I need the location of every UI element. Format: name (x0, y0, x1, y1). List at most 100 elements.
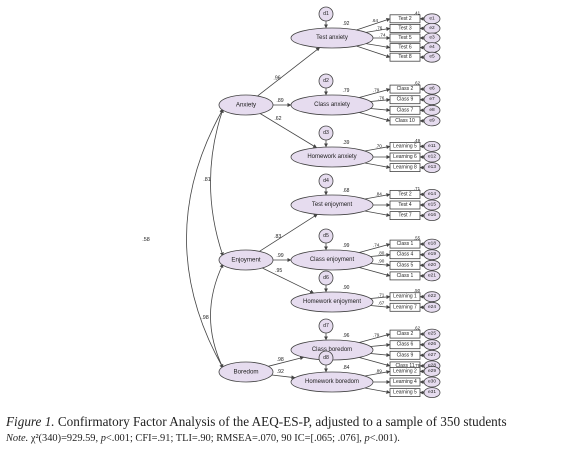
indicator-path-e14 (364, 193, 391, 200)
indicator-path-e8 (370, 107, 391, 112)
error-label-e9: e9 (429, 117, 435, 123)
r2-value-class-anxiety: .79 (343, 88, 350, 94)
disturbance-label-d2: d2 (323, 78, 329, 84)
indicator-path-e19 (370, 253, 391, 258)
indicator-loading-e1: .64 (372, 18, 379, 23)
indicator-loading-e3: .74 (379, 33, 386, 38)
indicator-box-e29 (389, 366, 421, 376)
error-label-e19: e19 (428, 251, 436, 257)
disturbance-d1 (318, 6, 334, 22)
indicator-loading-e19: .80 (378, 251, 385, 256)
loading-path-homework-boredom (271, 374, 296, 380)
factor-label-test-enjoyment: Test enjoyment (312, 202, 353, 208)
factor-class-anxiety (290, 94, 374, 116)
indicator-box-e11 (389, 141, 421, 151)
r2-value-homework-enjoyment: .90 (343, 285, 350, 291)
higher-factor-anxiety (218, 94, 274, 116)
factor-label-class-enjoyment: Class enjoyment (310, 257, 355, 263)
factor-test-enjoyment (290, 194, 374, 216)
indicator-label-e27: Class 9 (397, 352, 414, 358)
indicator-box-e1 (389, 14, 421, 24)
indicator-path-e9 (359, 112, 391, 122)
factor-homework-boredom (290, 371, 374, 393)
error-label-e3: e3 (429, 35, 435, 41)
indicator-box-e30 (389, 377, 421, 387)
indicator-path-e5 (356, 45, 391, 58)
indicator-path-e11 (364, 145, 391, 152)
error-e31 (423, 387, 441, 399)
correlation-arc-anx-enj (210, 108, 224, 257)
indicator-path-e26 (370, 343, 391, 348)
loading-value-test-enjoyment: .83 (274, 234, 281, 240)
indicator-r2-e25: .62 (414, 326, 421, 331)
indicator-label-e18: Class 1 (397, 241, 414, 247)
loading-value-homework-boredom: .92 (277, 369, 284, 375)
indicator-label-e29: Learning 2 (393, 368, 417, 374)
loading-value-homework-enjoyment: .95 (275, 268, 282, 274)
factor-label-homework-enjoyment: Homework enjoyment (303, 299, 361, 305)
indicator-label-e19: Class 4 (397, 252, 414, 258)
error-label-e18: e18 (428, 241, 436, 247)
indicator-box-e31 (389, 388, 421, 398)
error-e15 (423, 199, 441, 211)
indicator-path-e7 (370, 98, 391, 103)
disturbance-d3 (318, 125, 334, 141)
error-e25 (423, 328, 441, 340)
loading-path-test-enjoyment (259, 214, 318, 252)
indicator-box-e3 (389, 33, 421, 43)
indicator-loading-e24: .67 (378, 300, 385, 305)
error-label-e1: e1 (429, 15, 435, 21)
indicator-label-e30: Learning 4 (393, 379, 417, 385)
r2-value-test-enjoyment: .68 (343, 188, 350, 194)
disturbance-d7 (318, 318, 334, 334)
indicator-box-e24 (389, 302, 421, 312)
indicator-path-e27 (370, 352, 391, 357)
indicator-path-e24 (370, 304, 391, 309)
indicator-box-e25 (389, 329, 421, 339)
disturbance-label-d3: d3 (323, 130, 329, 136)
error-label-e31: e31 (428, 389, 436, 395)
indicator-label-e4: Test 6 (398, 45, 412, 51)
indicator-path-e18 (359, 243, 391, 253)
indicator-r2-e14: .71 (414, 186, 421, 191)
indicator-box-e13 (389, 163, 421, 173)
indicator-r2-e1: .41 (414, 10, 421, 15)
indicator-path-e22 (370, 295, 391, 300)
error-label-e30: e30 (428, 379, 436, 385)
r2-value-class-boredom: .96 (343, 333, 350, 339)
error-label-e2: e2 (429, 25, 435, 31)
indicator-label-e28: Class 11 (395, 363, 414, 369)
figure-caption: Figure 1. Confirmatory Factor Analysis o… (6, 414, 580, 430)
disturbance-label-d6: d6 (323, 275, 329, 281)
disturbance-label-d4: d4 (323, 178, 329, 184)
indicator-box-e15 (389, 200, 421, 210)
correlation-arc-enj-bor (210, 263, 224, 369)
error-label-e5: e5 (429, 54, 435, 60)
indicator-box-e12 (389, 152, 421, 162)
caption-lead: Figure 1. (6, 414, 55, 429)
indicator-box-e19 (389, 250, 421, 260)
indicator-label-e7: Class 9 (397, 97, 414, 103)
indicator-box-e22 (389, 292, 421, 302)
r2-value-homework-anxiety: .39 (343, 140, 350, 146)
factor-label-homework-boredom: Homework boredom (305, 379, 359, 385)
indicator-label-e9: Class 10 (395, 118, 415, 124)
indicator-label-e21: Class 1 (397, 273, 414, 279)
error-label-e6: e6 (429, 86, 435, 92)
higher-factor-label-boredom: Boredom (233, 369, 258, 376)
error-e13 (423, 162, 441, 174)
loading-path-class-boredom (268, 356, 305, 367)
indicator-loading-e14: .84 (375, 192, 382, 197)
loading-value-homework-anxiety: .62 (274, 116, 281, 122)
note-chi: χ²(340)=929.59, (28, 433, 101, 444)
loading-value-test-anxiety: .96 (273, 75, 280, 81)
indicator-label-e15: Test 4 (398, 202, 412, 208)
indicator-r2-e22: .50 (414, 288, 421, 293)
indicator-label-e8: Class 7 (397, 107, 414, 113)
error-e18 (423, 238, 441, 250)
disturbance-label-d5: d5 (323, 233, 329, 239)
error-label-e11: e11 (428, 143, 436, 149)
indicator-label-e1: Test 2 (398, 16, 412, 22)
correlation-value-anx-enj: .81 (203, 177, 211, 183)
indicator-path-e31 (364, 387, 391, 394)
